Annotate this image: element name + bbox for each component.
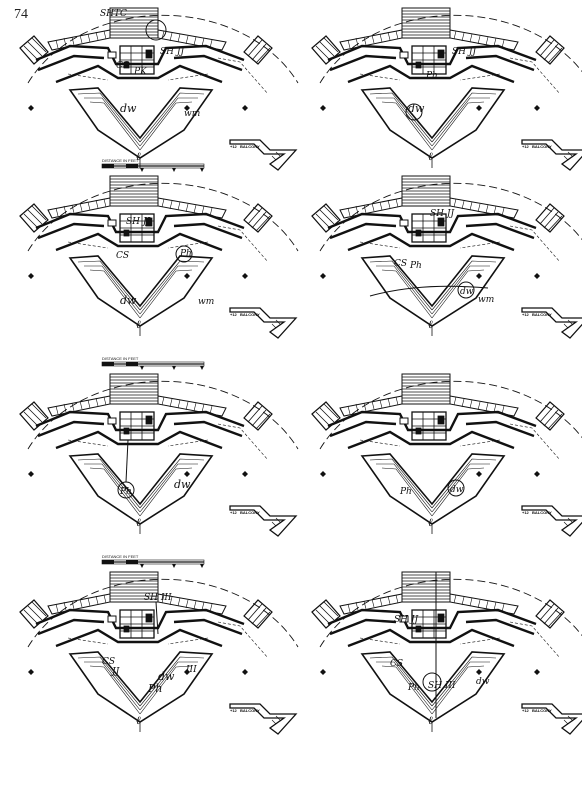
mark-dw: dw (158, 670, 175, 683)
circled-note (422, 672, 442, 692)
mark-wm: wm (478, 295, 494, 305)
mark-ph: Ph (179, 249, 192, 259)
mark-pk: PK (133, 67, 148, 77)
drawn-path (155, 601, 159, 635)
drawn-path (125, 439, 129, 483)
axis-mark: ℓ (136, 150, 141, 163)
balcony-label: BALCONY (532, 708, 552, 713)
panel-1: BALCONY +12 ℓ SHTC SH JJ CS PK dw wm (18, 6, 300, 172)
mark-ph: Ph (399, 487, 412, 497)
axis-mark: ℓ (136, 714, 141, 727)
mark-sh-iii: SH III (144, 593, 172, 603)
mark-dw: dw (450, 485, 464, 495)
scale-label: DISTANCE IN FEET (102, 158, 139, 163)
mark-sh-jj: SH JJ (160, 47, 185, 57)
level-label: +12 (522, 708, 530, 713)
balcony-label: BALCONY (240, 708, 260, 713)
mark-wm: wm (184, 109, 200, 119)
mark-cs: CS (390, 659, 403, 669)
mark-ph: Ph (409, 261, 422, 271)
drawn-path (369, 285, 489, 297)
panel-7: DISTANCE IN FEET BALCONY +12 ℓ SH III CS… (18, 554, 300, 736)
mark-ph: Ph (407, 683, 420, 693)
mark-sh-iii: SH III (428, 681, 456, 691)
level-label: +12 (230, 708, 238, 713)
axis-mark: ℓ (428, 150, 433, 163)
level-label: +12 (522, 312, 530, 317)
mark-sh-jj: SH JJ (394, 615, 419, 625)
mark-sh-jj: SH JJ (126, 217, 151, 227)
balcony-label: BALCONY (240, 144, 260, 149)
mark-dw: dw (476, 677, 490, 687)
circled-note (175, 245, 193, 263)
mark-dw: dw (174, 478, 191, 491)
balcony-label: BALCONY (532, 312, 552, 317)
mark-dw: dw (120, 294, 137, 307)
mark-sh-jj: SH JJ (430, 209, 455, 219)
page-number: 74 (14, 7, 28, 22)
balcony-label: BALCONY (532, 510, 552, 515)
axis-mark: ℓ (428, 516, 433, 529)
mark-ph: Ph (147, 682, 163, 695)
level-label: +12 (230, 510, 238, 515)
circled-note (405, 103, 423, 121)
mark-ph: Ph (425, 71, 438, 81)
mark-sh-jj: SH JJ (452, 47, 477, 57)
mark-wm: wm (198, 297, 214, 307)
panel-4: BALCONY +12 ℓ SH JJ CS Ph dw wm (310, 174, 582, 340)
circled-note (447, 479, 465, 497)
level-label: +12 (522, 510, 530, 515)
level-label: +12 (522, 144, 530, 149)
mark-cs: CS (102, 657, 115, 667)
mark-ph: Ph (119, 487, 132, 497)
axis-mark: ℓ (428, 318, 433, 331)
mark-dw: dw (460, 287, 474, 297)
circled-note (145, 19, 167, 41)
balcony-label: BALCONY (532, 144, 552, 149)
mark-jj: JJ (110, 667, 121, 677)
mark-cs: CS (394, 259, 407, 269)
scale-label: DISTANCE IN FEET (102, 554, 139, 559)
level-label: +12 (230, 312, 238, 317)
panel-8: BALCONY +12 ℓ SH JJ CS Ph SH III dw (310, 570, 582, 736)
panel-2: BALCONY +12 ℓ SH JJ Ph dw (310, 6, 582, 172)
mark-cs: CS (116, 61, 129, 71)
mark-dw: dw (408, 102, 425, 115)
panel-6: BALCONY +12 ℓ Ph dw (310, 372, 582, 538)
panel-5: DISTANCE IN FEET BALCONY +12 ℓ Ph dw (18, 356, 300, 538)
level-label: +12 (230, 144, 238, 149)
balcony-label: BALCONY (240, 510, 260, 515)
mark-dw: dw (120, 102, 137, 115)
panel-3: DISTANCE IN FEET BALCONY +12 ℓ SH JJ CS … (18, 158, 300, 340)
axis-mark: ℓ (136, 516, 141, 529)
mark-iii: III (185, 665, 197, 675)
balcony-label: BALCONY (240, 312, 260, 317)
circled-note (457, 281, 475, 299)
mark-cs: CS (116, 251, 129, 261)
mark-shtc: SHTC (100, 9, 127, 19)
scale-label: DISTANCE IN FEET (102, 356, 139, 361)
axis-mark: ℓ (136, 318, 141, 331)
axis-mark: ℓ (428, 714, 433, 727)
